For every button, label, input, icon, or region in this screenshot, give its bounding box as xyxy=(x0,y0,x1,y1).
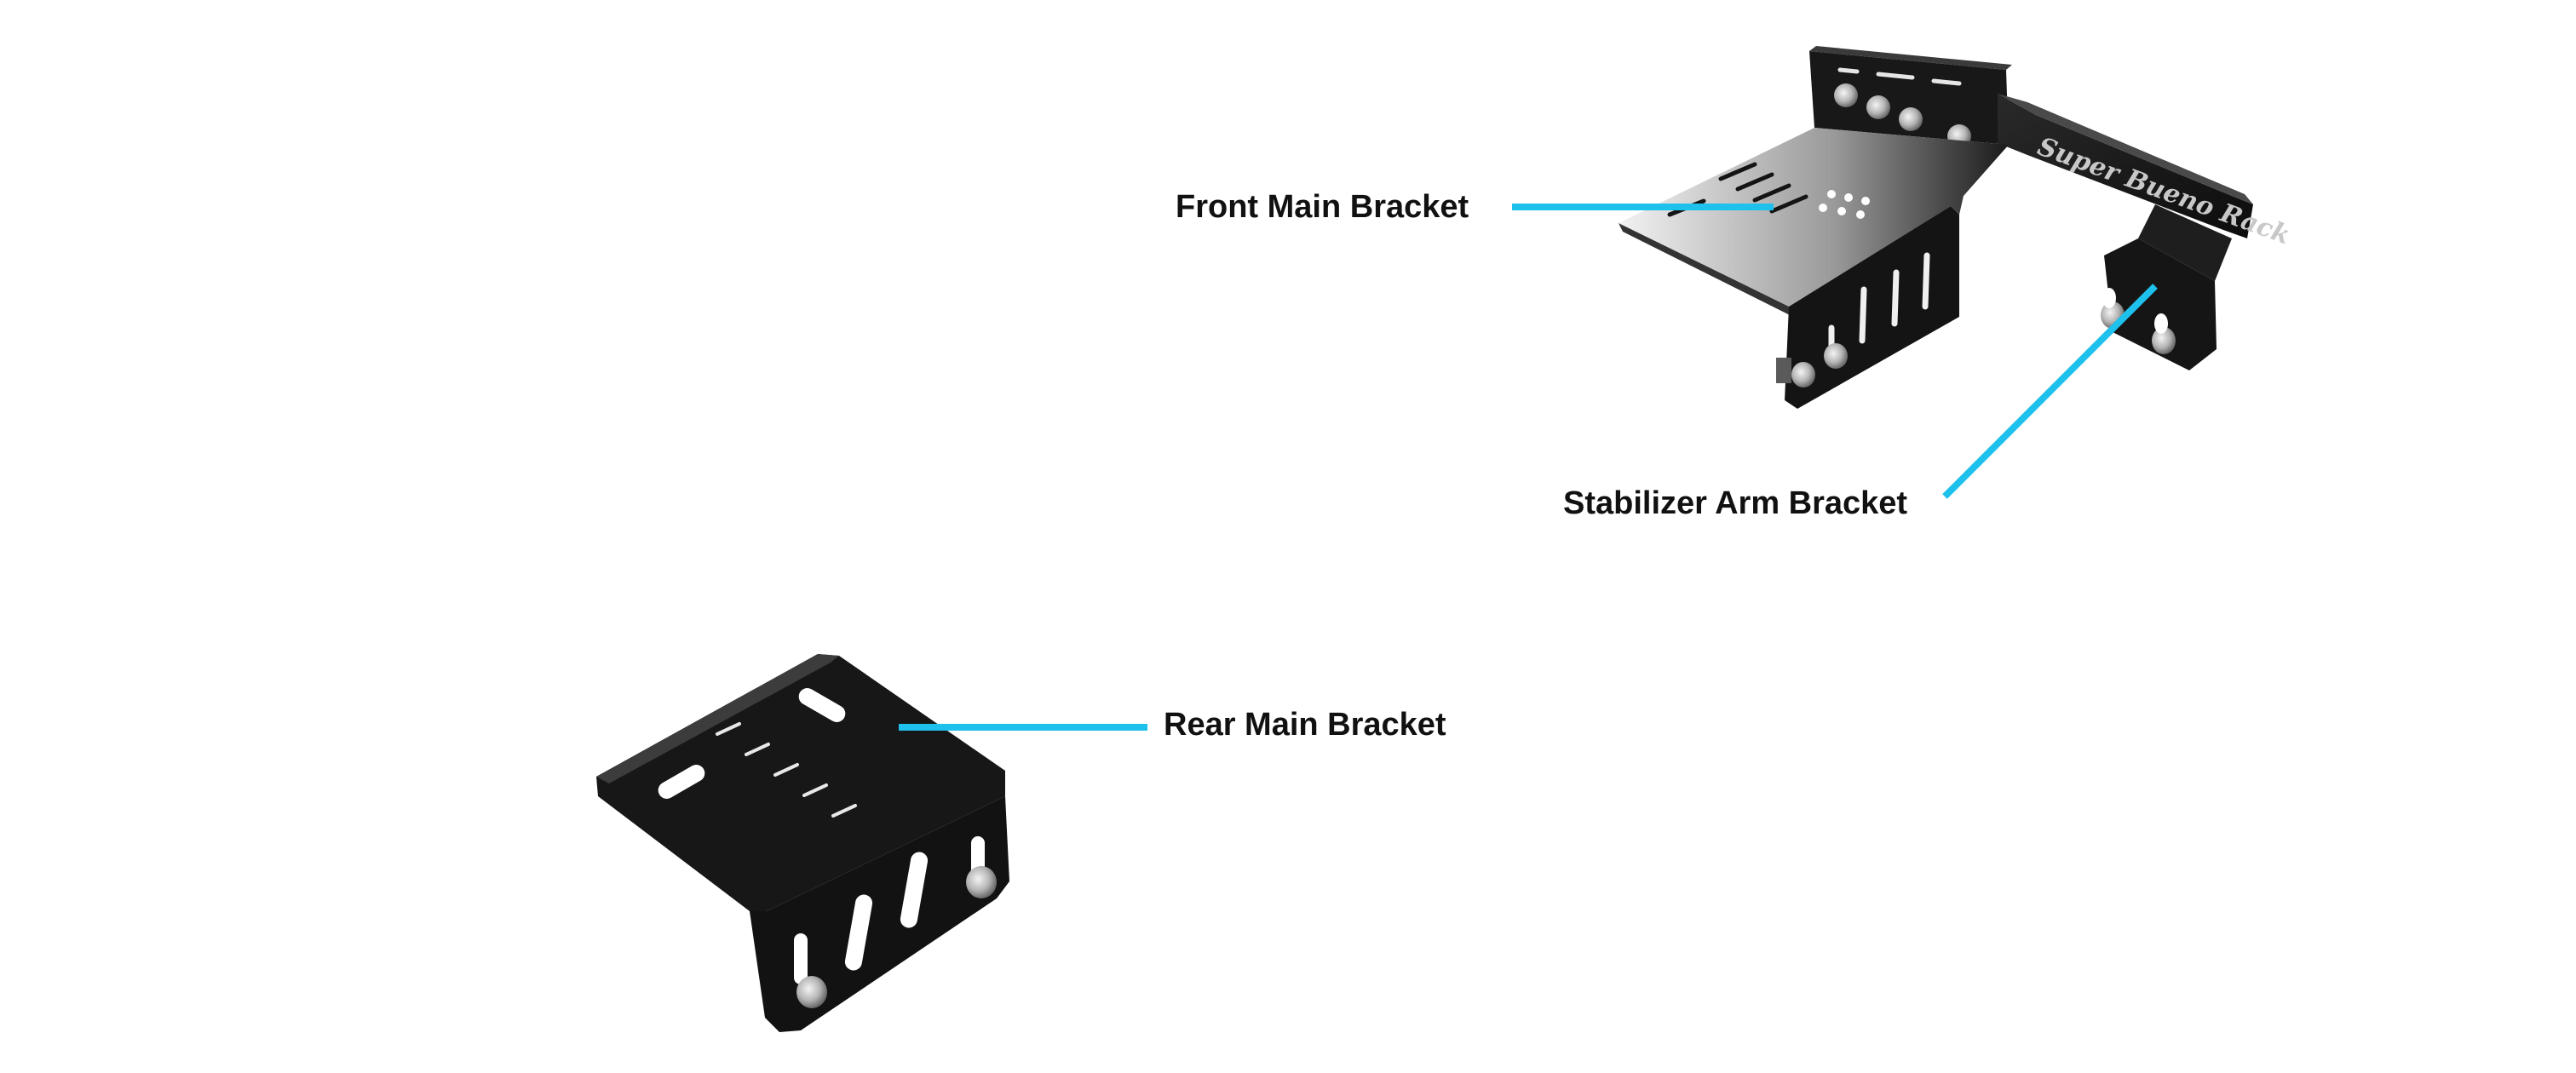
back-plate-slots xyxy=(1837,67,1962,86)
top-plate-slots xyxy=(1667,162,1808,217)
front-bracket-top-plate xyxy=(1619,128,2009,307)
rear-bracket-top-plate xyxy=(596,654,1005,911)
rear-bracket-bolts xyxy=(796,866,997,1008)
front-bracket-assembly: Super Bueno Rack xyxy=(1619,46,2294,409)
rear-bracket xyxy=(596,654,1009,1032)
stabilizer-arm-bracket-plate xyxy=(2104,238,2217,370)
front-bracket-back-plate xyxy=(1809,51,2009,145)
rear-top-slot-right xyxy=(798,688,846,722)
front-plate-bolts xyxy=(1776,343,1848,387)
front-plate-slots xyxy=(1828,252,1930,361)
stabilizer-bracket-bolts xyxy=(2101,288,2176,354)
stabilizer-arm xyxy=(1998,94,2253,238)
front-main-bracket-label: Front Main Bracket xyxy=(1176,189,1469,225)
stabilizer-arm-bracket-label: Stabilizer Arm Bracket xyxy=(1563,485,1908,521)
top-plate-holes xyxy=(1819,190,1870,219)
rear-bracket-front-plate xyxy=(750,796,1009,1032)
rear-top-slits xyxy=(716,722,857,818)
rear-main-bracket-label: Rear Main Bracket xyxy=(1164,707,1446,743)
rear-top-slot-left xyxy=(658,765,705,799)
stabilizer-arm-bracket-leader xyxy=(1942,284,2158,499)
rear-front-plate-slots xyxy=(794,836,985,984)
leader-lines xyxy=(899,204,2158,731)
